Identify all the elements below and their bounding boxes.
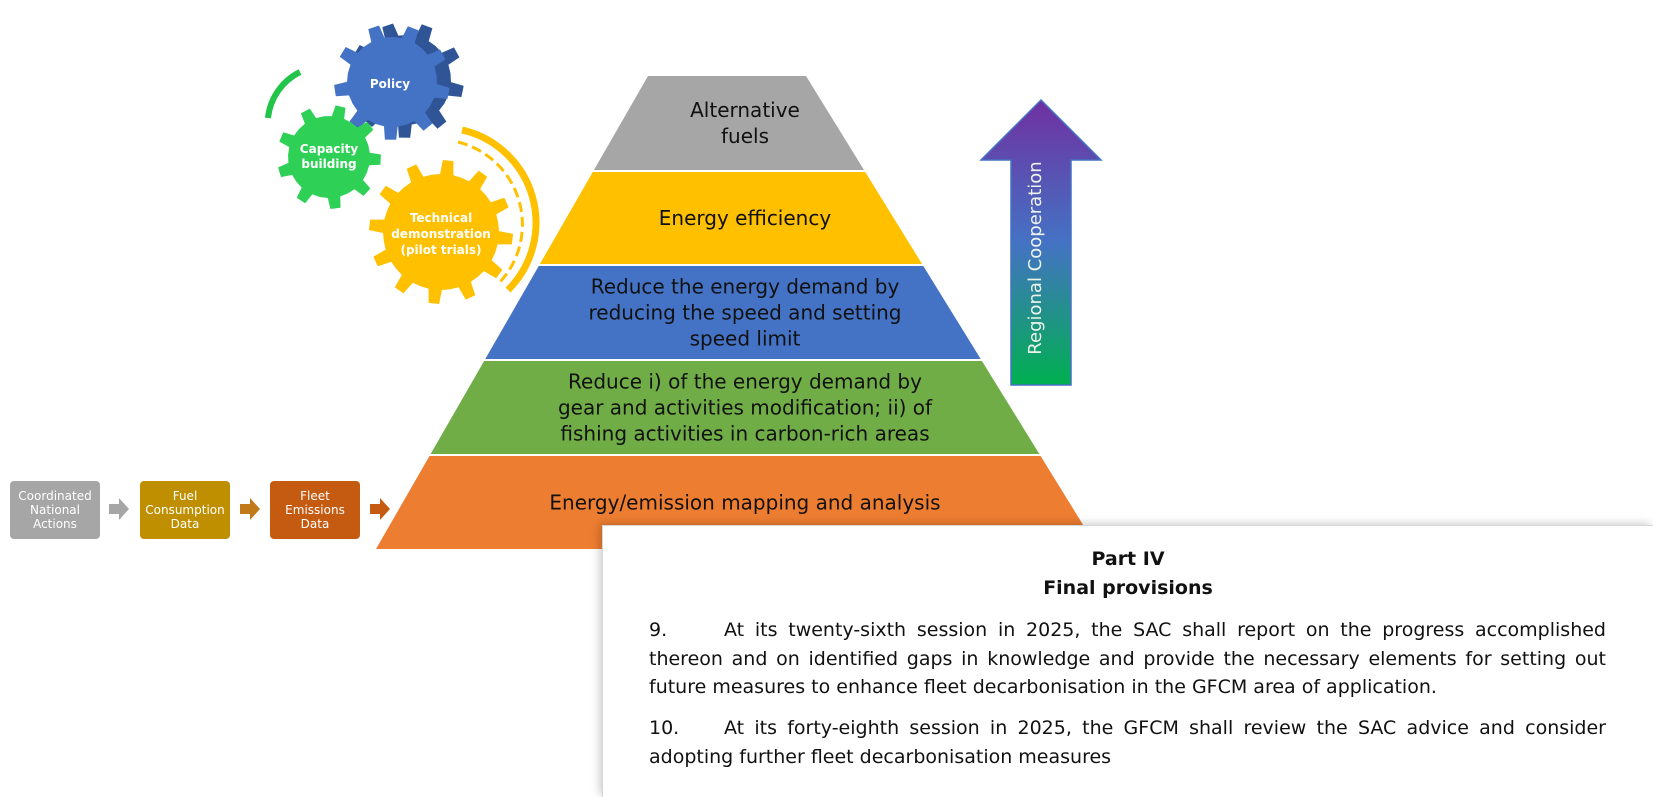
flow-arrow-icon (109, 498, 129, 520)
pyramid-level-4-label: fishing activities in carbon-rich areas (560, 422, 929, 446)
technical-gear-label-line3: (pilot trials) (400, 243, 481, 257)
flow-box-coordinated-national-actions: Coordinated National Actions (10, 481, 100, 539)
technical-gear-label-line2: demonstration (391, 227, 491, 241)
flow-arrow-icon (370, 498, 390, 520)
paragraph-text: At its forty-eighth session in 2025, the… (649, 717, 1606, 768)
part-heading: Part IV (1091, 548, 1165, 570)
paragraph-number: 9. (649, 619, 668, 641)
flow-box-fuel-consumption-data: Fuel Consumption Data (140, 481, 230, 539)
pyramid-level-3-label: reducing the speed and setting (588, 301, 901, 325)
flow-box-fleet-emissions-data: Fleet Emissions Data (270, 481, 360, 539)
paragraph-10: 10.At its forty-eighth session in 2025, … (649, 714, 1606, 771)
regional-cooperation-label: Regional Cooperation (1025, 161, 1046, 354)
paragraph-number: 10. (649, 717, 680, 739)
pyramid-level-4-label: gear and activities modification; ii) of (558, 396, 933, 420)
pyramid-level-5-label: Energy/emission mapping and analysis (549, 491, 940, 515)
gears-cluster: Policy Capacity building Technical demon… (265, 23, 540, 304)
pyramid-level-3-label: speed limit (690, 327, 801, 351)
pyramid-level-3-label: Reduce the energy demand by (591, 275, 900, 299)
capacity-gear-label-line2: building (301, 157, 356, 171)
pyramid-level-1-label: Alternative (690, 98, 800, 122)
technical-demonstration-gear-icon: Technical demonstration (pilot trials) (369, 126, 540, 304)
capacity-gear-label-line1: Capacity (300, 142, 359, 156)
pyramid-level-4-label: Reduce i) of the energy demand by (568, 370, 922, 394)
paragraph-9: 9.At its twenty-sixth session in 2025, t… (649, 616, 1606, 702)
pyramid-level-1 (593, 76, 865, 170)
paragraph-text: At its twenty-sixth session in 2025, the… (649, 619, 1606, 698)
pyramid-level-2-label: Energy efficiency (659, 206, 832, 230)
capacity-building-gear-icon: Capacity building (265, 69, 381, 209)
regional-cooperation-arrow-icon: Regional Cooperation (979, 98, 1103, 386)
policy-gear-icon: Policy (334, 23, 464, 140)
flow-arrow-icon (240, 498, 260, 520)
pyramid-level-3 (485, 266, 981, 359)
policy-gear-label: Policy (370, 77, 410, 91)
pyramid-level-2 (539, 172, 923, 264)
pyramid-level-4 (430, 361, 1040, 454)
pyramid-level-1-label: fuels (721, 124, 769, 148)
document-excerpt: Part IV Final provisions 9.At its twenty… (602, 525, 1653, 797)
technical-gear-label-line1: Technical (410, 211, 472, 225)
section-title: Final provisions (1043, 577, 1213, 599)
